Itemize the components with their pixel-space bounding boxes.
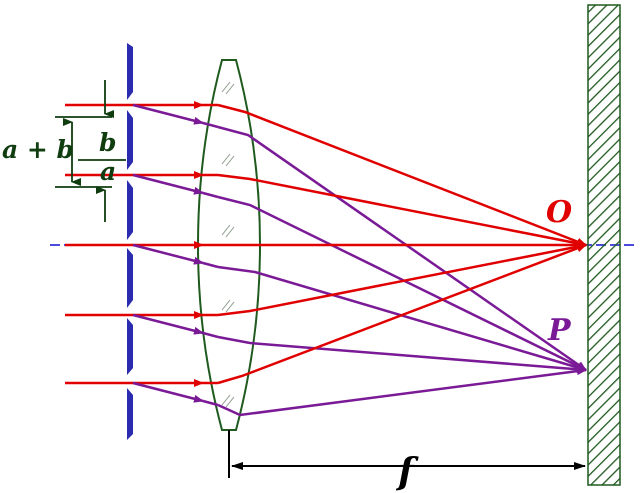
screen: [587, 4, 621, 486]
label-P: P: [547, 313, 572, 348]
slit-dimensions: [55, 80, 126, 222]
rays-to-P: [217, 125, 587, 417]
rays-to-O: [217, 103, 587, 385]
label-a: a: [100, 157, 116, 186]
focal-length-dimension: [228, 430, 586, 478]
grating: [127, 43, 133, 440]
label-b: b: [99, 128, 116, 157]
label-a-plus-b: a + b: [2, 135, 74, 164]
diffracted-rays-in: [132, 103, 204, 403]
label-O: O: [546, 195, 572, 230]
label-f: f: [395, 451, 419, 493]
lens: [197, 59, 261, 431]
